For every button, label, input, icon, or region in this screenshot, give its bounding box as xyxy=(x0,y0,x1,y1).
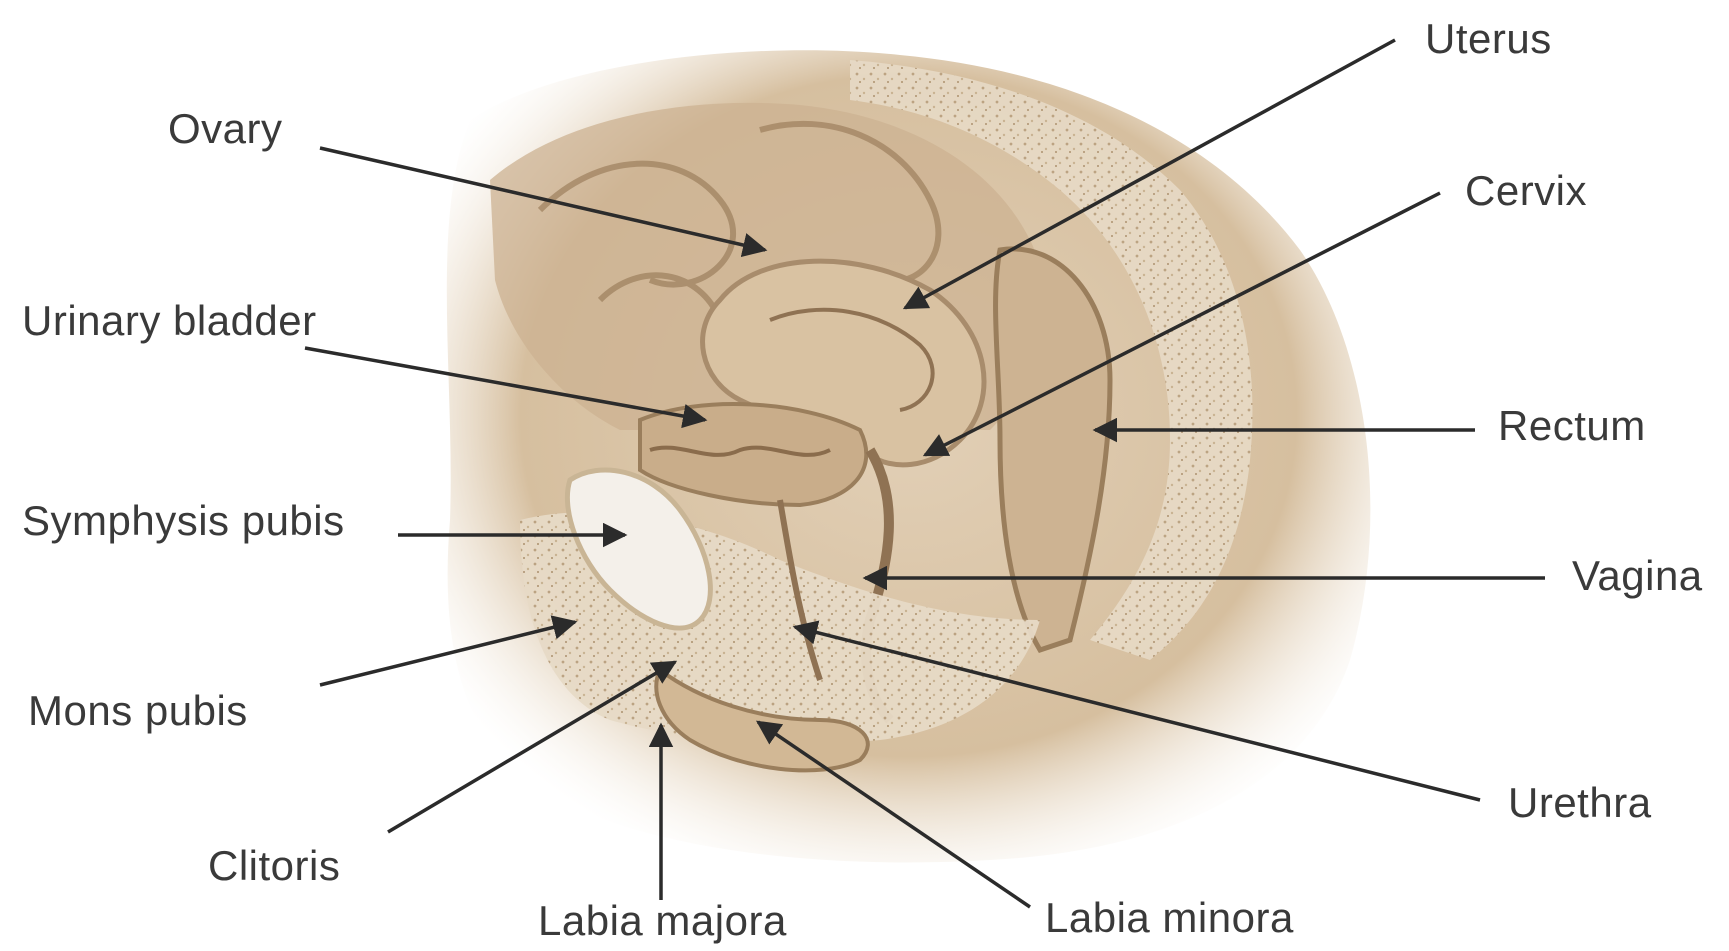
label-mons-pubis: Mons pubis xyxy=(28,690,248,732)
label-uterus: Uterus xyxy=(1425,18,1552,60)
label-labia-majora: Labia majora xyxy=(538,900,787,942)
label-labia-minora: Labia minora xyxy=(1045,897,1294,939)
label-clitoris: Clitoris xyxy=(208,845,340,887)
label-cervix: Cervix xyxy=(1465,170,1587,212)
label-urethra: Urethra xyxy=(1508,782,1652,824)
label-ovary: Ovary xyxy=(168,108,283,150)
label-rectum: Rectum xyxy=(1498,405,1646,447)
label-vagina: Vagina xyxy=(1572,555,1703,597)
label-symphysis-pubis: Symphysis pubis xyxy=(22,500,345,542)
label-urinary-bladder: Urinary bladder xyxy=(22,300,317,342)
